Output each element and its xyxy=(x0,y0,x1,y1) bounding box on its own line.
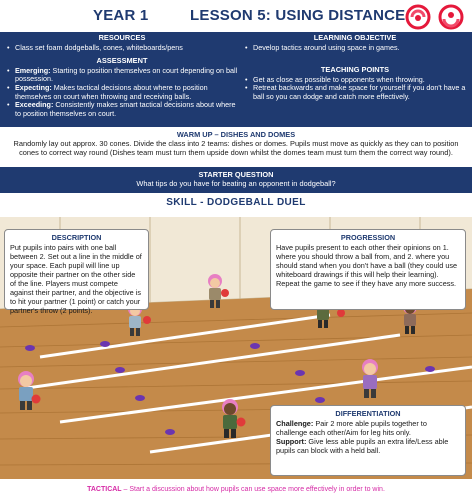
progression-text: Have pupils present to each other their … xyxy=(276,243,458,288)
differentiation-card: DIFFERENTIATION Challenge: Pair 2 more a… xyxy=(270,405,466,476)
resources-item: Class set foam dodgeballs, cones, whiteb… xyxy=(6,43,238,53)
challenge-text: Challenge: Pair 2 more able pupils toget… xyxy=(276,419,427,437)
pupil-figure xyxy=(208,274,229,308)
differentiation-heading: DIFFERENTIATION xyxy=(335,409,401,418)
skill-title: SKILL - DODGEBALL DUEL xyxy=(166,197,306,208)
assessment-item: Expecting: Makes tactical decisions abou… xyxy=(6,83,238,101)
resources-list: Class set foam dodgeballs, cones, whiteb… xyxy=(6,43,238,53)
description-card: DESCRIPTION Put pupils into pairs with o… xyxy=(4,229,149,315)
progression-card: PROGRESSION Have pupils present to each … xyxy=(270,229,466,310)
tactical-label: TACTICAL xyxy=(87,486,122,493)
description-heading: DESCRIPTION xyxy=(51,233,102,242)
learning-objective-item: Develop tactics around using space in ga… xyxy=(244,43,466,53)
progression-heading: PROGRESSION xyxy=(340,233,396,242)
assessment-item: Exceeding: Consistently makes smart tact… xyxy=(6,100,238,118)
starter-heading: STARTER QUESTION xyxy=(198,170,274,179)
tactical-text: – Start a discussion about how pupils ca… xyxy=(121,486,385,493)
lesson-title: LESSON 5: USING DISTANCE xyxy=(190,7,406,24)
learning-objective-heading: LEARNING OBJECTIVE xyxy=(313,33,397,42)
assessment-list: Emerging: Starting to position themselve… xyxy=(6,66,238,119)
assessment-item: Emerging: Starting to position themselve… xyxy=(6,66,238,84)
tactical-note: TACTICAL – Start a discussion about how … xyxy=(0,481,472,500)
teaching-point-item: Get as close as possible to opponents wh… xyxy=(244,75,466,85)
right-column: LEARNING OBJECTIVE Develop tactics aroun… xyxy=(244,33,466,102)
teaching-points-list: Get as close as possible to opponents wh… xyxy=(244,75,466,102)
warmup-text: Randomly lay out approx. 30 cones. Divid… xyxy=(13,138,459,157)
warmup-heading: WARM UP – DISHES AND DOMES xyxy=(176,130,296,139)
pupil-figure xyxy=(18,371,41,410)
learning-objective-list: Develop tactics around using space in ga… xyxy=(244,43,466,53)
warmup-section: WARM UP – DISHES AND DOMES Randomly lay … xyxy=(0,129,472,165)
starter-text: What tips do you have for beating an opp… xyxy=(136,179,336,188)
year-title: YEAR 1 xyxy=(93,7,149,24)
resources-heading: RESOURCES xyxy=(98,33,146,42)
teaching-point-item: Retreat backwards and make space for you… xyxy=(244,84,466,101)
brand-logo-icon xyxy=(405,4,431,30)
description-text: Put pupils into pairs with one ball betw… xyxy=(10,243,142,315)
starter-question-band: STARTER QUESTION What tips do you have f… xyxy=(0,167,472,193)
pupil-figure xyxy=(362,359,378,398)
assessment-heading: ASSESSMENT xyxy=(96,56,148,66)
lesson-overview-band: RESOURCES Class set foam dodgeballs, con… xyxy=(0,32,472,127)
teaching-points-heading: TEACHING POINTS xyxy=(320,65,390,75)
brand-logo-icon xyxy=(438,4,464,30)
header: YEAR 1 LESSON 5: USING DISTANCE xyxy=(0,0,472,32)
support-text: Support: Give less able pupils an extra … xyxy=(276,437,449,455)
left-column: RESOURCES Class set foam dodgeballs, con… xyxy=(6,33,238,119)
pupil-figure xyxy=(222,399,246,438)
